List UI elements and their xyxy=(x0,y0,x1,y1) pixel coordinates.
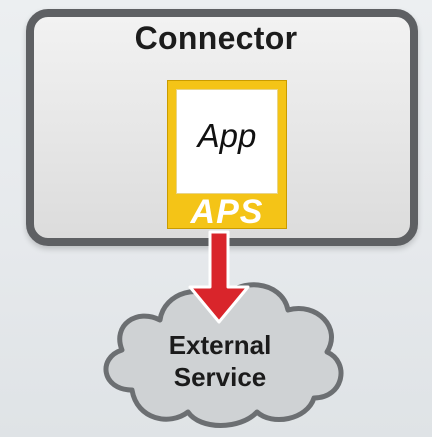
cloud-icon xyxy=(103,282,344,428)
app-label: App xyxy=(197,117,257,154)
cloud-label-line1: External xyxy=(168,330,272,360)
aps-app-card: App APS xyxy=(167,80,287,231)
app-inner-panel: App xyxy=(176,89,278,194)
cloud-label-line2: Service xyxy=(173,362,267,392)
connector-title: Connector xyxy=(134,20,298,56)
down-arrow-icon xyxy=(188,230,250,324)
aps-label: APS xyxy=(190,193,264,231)
